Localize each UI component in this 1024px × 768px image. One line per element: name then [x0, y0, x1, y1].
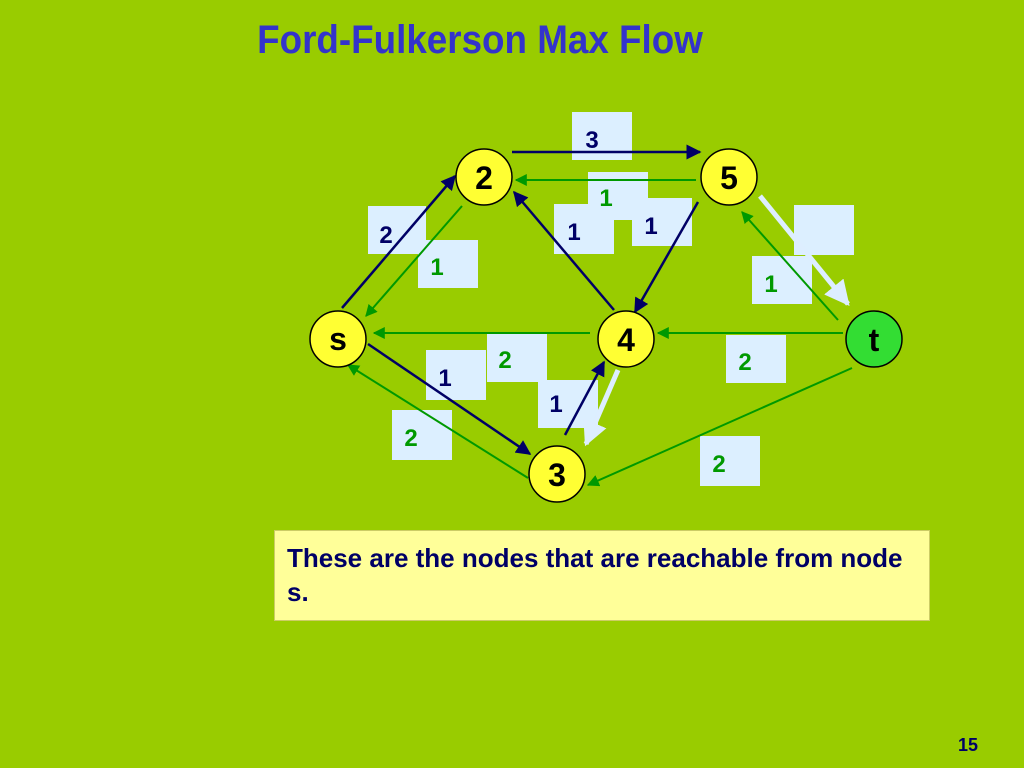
path-arrow-4-3	[583, 369, 621, 447]
node-label: 2	[475, 160, 493, 196]
capacity-label: 1	[430, 254, 443, 281]
reachable-nodes-note: These are the nodes that are reachable f…	[274, 530, 930, 621]
label-box	[700, 436, 760, 486]
label-box	[726, 335, 786, 383]
capacity-label: 3	[585, 127, 598, 154]
capacity-label: 1	[567, 219, 580, 246]
label-box	[426, 350, 486, 400]
node-label: s	[329, 321, 347, 357]
node-t: t	[845, 310, 903, 368]
node-label: 3	[548, 457, 566, 493]
node-s: s	[309, 310, 367, 368]
label-box	[418, 240, 478, 288]
page-number: 15	[957, 735, 978, 755]
node-label: 4	[617, 322, 635, 358]
augmenting-path	[583, 194, 850, 447]
node-circle	[455, 148, 513, 206]
node-3: 3	[528, 445, 586, 503]
label-box	[554, 204, 614, 254]
node-label: 5	[720, 160, 738, 196]
capacity-label: 2	[738, 349, 751, 376]
edge-3-s	[346, 364, 529, 479]
edge-4-2	[513, 190, 615, 311]
edge-3-4	[563, 360, 606, 436]
node-circle	[845, 310, 903, 368]
node-circle	[700, 148, 758, 206]
label-box	[538, 380, 598, 428]
node-circle	[597, 310, 655, 368]
capacity-label: 2	[379, 222, 392, 249]
capacity-labels: 3 1 1 1 2 1 1 2 2 1 1 2 2	[379, 127, 777, 478]
edge-t-3	[586, 367, 853, 487]
capacity-label: 1	[599, 185, 612, 212]
edge-s-2	[341, 174, 456, 309]
capacity-label: 1	[644, 213, 657, 240]
capacity-label: 1	[549, 391, 562, 418]
path-arrow-5-t	[758, 194, 850, 306]
edge-s-3	[367, 342, 532, 456]
node-5: 5	[700, 148, 758, 206]
edge-t-5	[741, 211, 839, 321]
node-circle	[309, 310, 367, 368]
node-circle	[528, 445, 586, 503]
label-boxes	[368, 112, 854, 486]
page-title: Ford-Fulkerson Max Flow	[257, 18, 703, 62]
capacity-label: 1	[764, 271, 777, 298]
label-box	[632, 198, 692, 246]
node-2: 2	[455, 148, 513, 206]
node-4: 4	[597, 310, 655, 368]
edges	[341, 144, 853, 487]
label-box	[392, 410, 452, 460]
nodes: 2 5 s 4 t 3	[309, 148, 903, 503]
edge-5-4	[633, 201, 700, 314]
capacity-label: 2	[404, 425, 417, 452]
capacity-label: 2	[498, 347, 511, 374]
capacity-label: 2	[712, 451, 725, 478]
capacity-label: 1	[438, 365, 451, 392]
edge-2-s	[365, 205, 463, 317]
label-box	[368, 206, 426, 254]
label-box	[487, 334, 547, 382]
node-label: t	[869, 322, 880, 358]
